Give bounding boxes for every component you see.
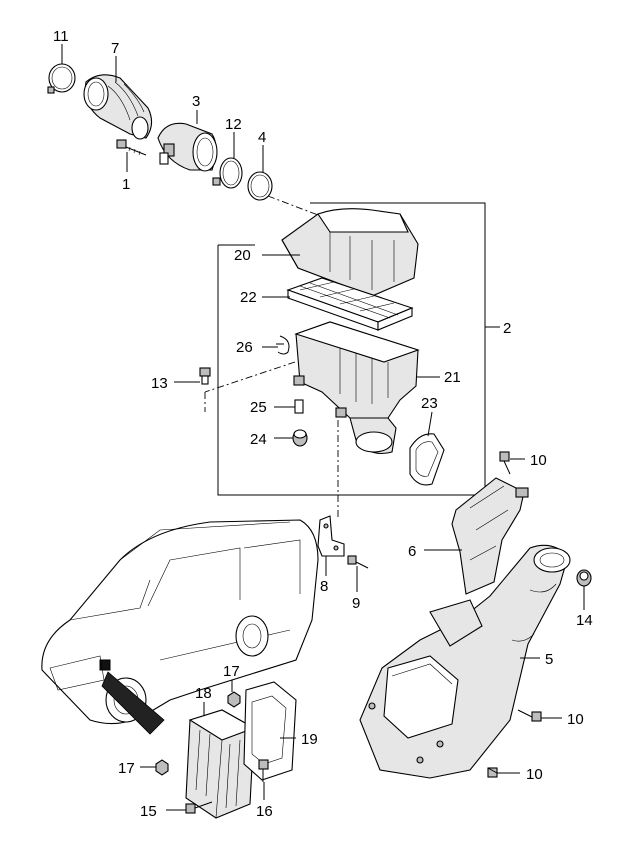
callout-numbers: 11 7 3 12 4 1 20 22 2 26 13 21 25 23 24 … (53, 28, 593, 820)
intake-hose-7 (83, 74, 153, 140)
callout-9: 9 (352, 595, 360, 612)
hose-clamp-11 (47, 63, 76, 94)
callout-1: 1 (122, 176, 130, 193)
callout-10-middle: 10 (567, 711, 584, 728)
bolt-10-bottom (487, 767, 498, 778)
grommet-25 (294, 399, 304, 414)
callout-18: 18 (195, 685, 212, 702)
resonator-5 (359, 544, 571, 779)
callout-4: 4 (258, 129, 266, 146)
leader-lines (61, 44, 585, 811)
air-duct-6 (451, 477, 529, 595)
callout-7: 7 (111, 40, 119, 57)
callout-13: 13 (151, 375, 168, 392)
bolt-9 (347, 555, 369, 569)
callout-3: 3 (192, 93, 200, 110)
callout-14: 14 (576, 612, 593, 629)
callout-8: 8 (320, 578, 328, 595)
clip-26 (276, 335, 290, 355)
callout-24: 24 (250, 431, 267, 448)
bolt-13 (199, 367, 211, 385)
hose-clamp-12 (212, 157, 243, 189)
air-flow-sensor-3 (157, 122, 218, 172)
bolt-16 (258, 759, 269, 782)
duct-gasket-23 (409, 433, 445, 486)
callout-19: 19 (301, 731, 318, 748)
nut-17-top (227, 691, 241, 708)
air-cleaner-cover-20 (281, 208, 419, 297)
callout-12: 12 (225, 116, 242, 133)
vehicle-van-illustration (41, 519, 319, 735)
bracket-8 (317, 515, 345, 557)
air-filter-element-22 (286, 277, 414, 331)
insulator-24 (292, 429, 308, 447)
callout-23: 23 (421, 395, 438, 412)
callout-2: 2 (503, 320, 511, 337)
callout-22: 22 (240, 289, 257, 306)
engine-control-unit-18 (185, 709, 256, 819)
bolt-1 (116, 139, 147, 156)
hose-clamp-14 (576, 569, 592, 587)
ecu-bracket-19 (243, 681, 297, 781)
callout-21: 21 (444, 369, 461, 386)
air-cleaner-body-21 (293, 321, 420, 455)
callout-6: 6 (408, 543, 416, 560)
assembly-centerlines (204, 195, 339, 518)
bolt-15 (185, 801, 213, 814)
callout-15: 15 (140, 803, 157, 820)
callout-17-top: 17 (223, 663, 240, 680)
callout-10-top: 10 (530, 452, 547, 469)
callout-17-left: 17 (118, 760, 135, 777)
bolt-10-top (499, 451, 511, 475)
callout-26: 26 (236, 339, 253, 356)
o-ring-4 (247, 171, 273, 201)
callout-25: 25 (250, 399, 267, 416)
callout-10-bottom: 10 (526, 766, 543, 783)
callout-5: 5 (545, 651, 553, 668)
callout-11: 11 (53, 28, 69, 45)
callout-20: 20 (234, 247, 251, 264)
bolt-10-middle (517, 709, 542, 722)
callout-16: 16 (256, 803, 273, 820)
nut-17-left (155, 759, 169, 776)
